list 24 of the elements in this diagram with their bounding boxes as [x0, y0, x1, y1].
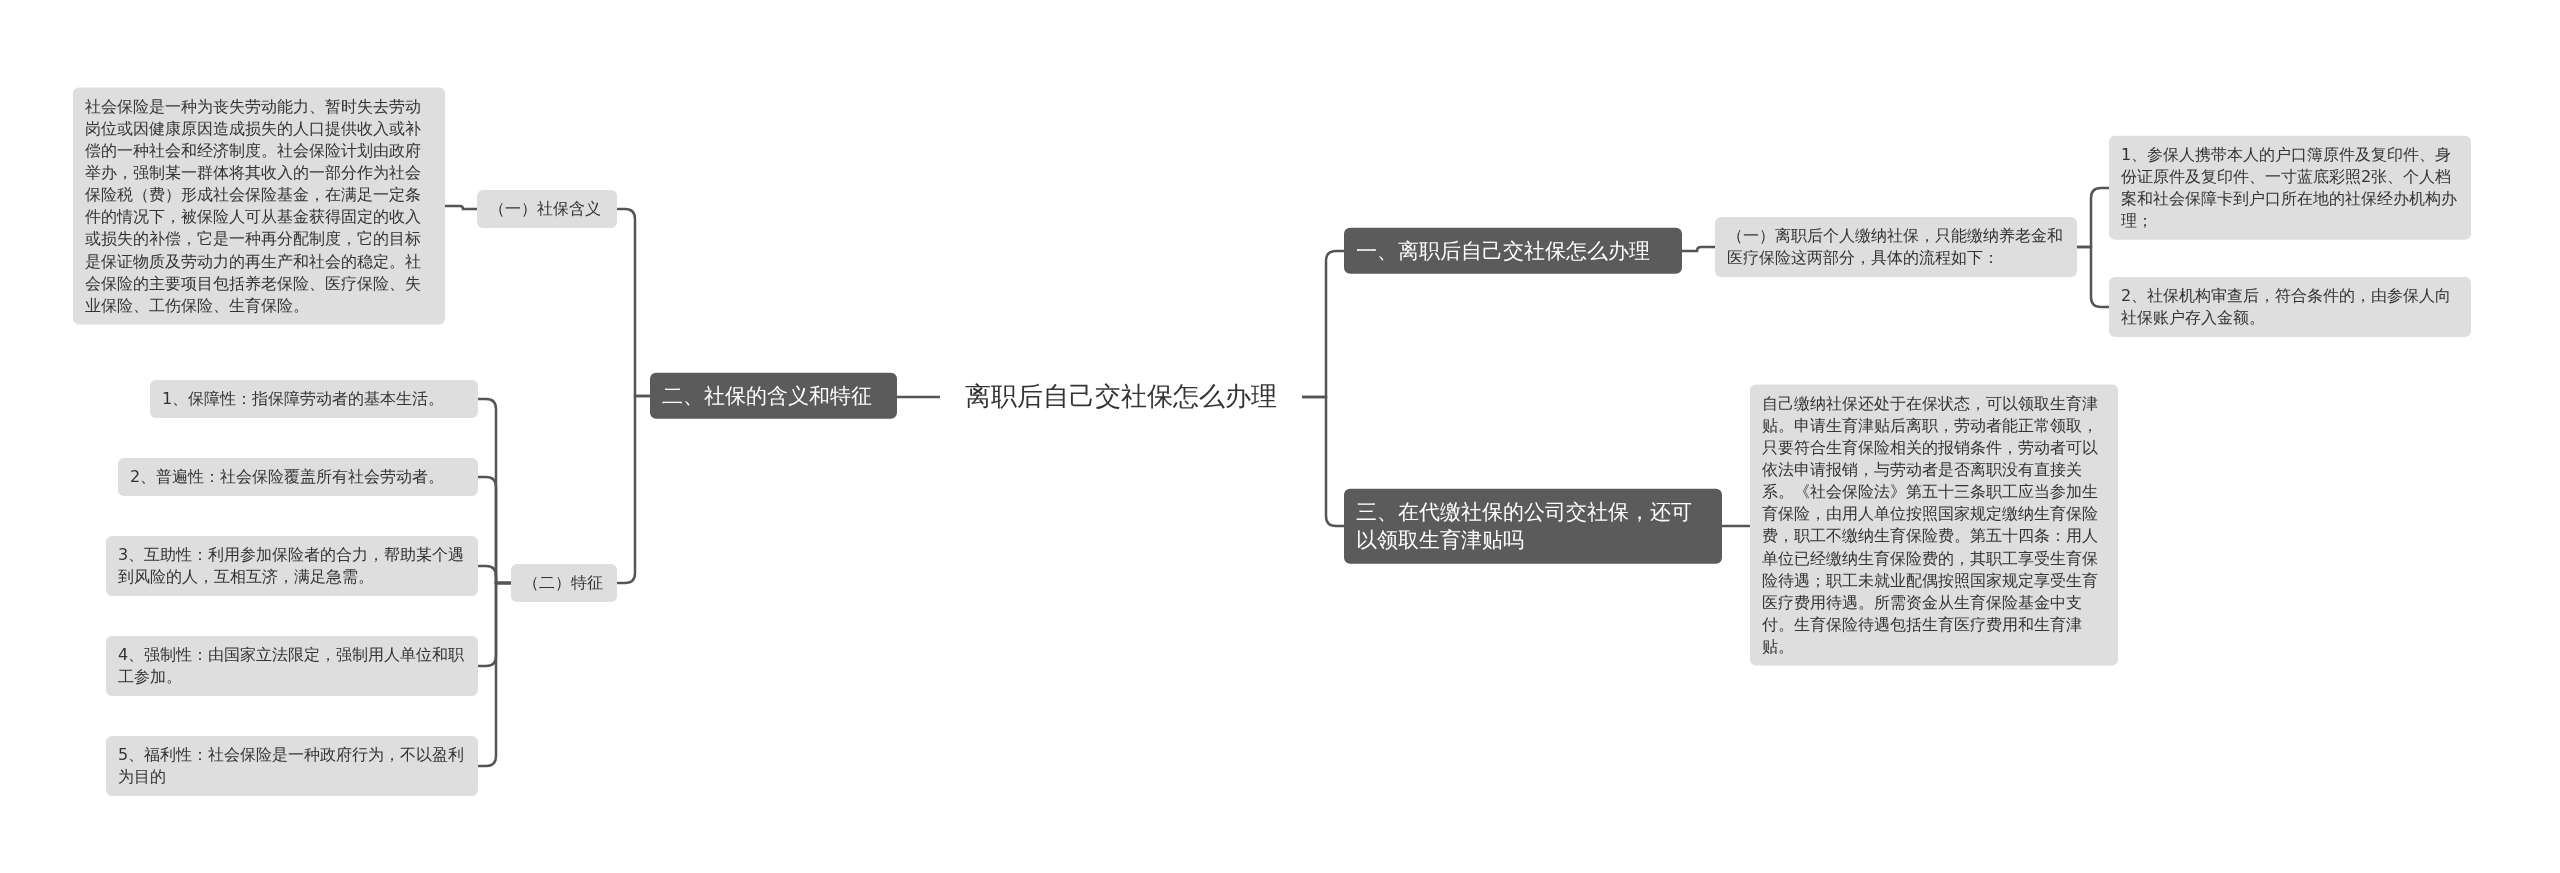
- topic-box: （一）离职后个人缴纳社保，只能缴纳养老金和医疗保险这两部分，具体的流程如下：: [1715, 216, 2077, 278]
- topic-box: 4、强制性：由国家立法限定，强制用人单位和职工参加。: [106, 635, 478, 697]
- connector-line: [617, 394, 650, 585]
- connector-line: [1302, 395, 1344, 528]
- topic-box: （一）社保含义: [477, 189, 617, 229]
- branch-topic: 三、在代缴社保的公司交社保，还可以领取生育津贴吗: [1344, 488, 1722, 564]
- topic-box: 社会保险是一种为丧失劳动能力、暂时失去劳动岗位或因健康原因造成损失的人口提供收入或补偿的一种社会和经济制度。社会保险计划由政府举办，强制某一群体将其收入的一部分作为社会保险税（费）形成社会保险基金，在满足一定条件的情况下，被保险人可从基金获得固定的收入或损失的补偿，它是一种再分配制度，它的目标是保证物质及劳动力的再生产和社会的稳定。社会保险的主要项目包括养老保险、医疗保险、失业保险、工伤保险、生育保险。: [73, 87, 445, 325]
- branch-topic: 二、社保的含义和特征: [650, 372, 897, 420]
- topic-box: 1、参保人携带本人的户口簿原件及复印件、身份证原件及复印件、一寸蓝底彩照2张、个人档案和社会保障卡到户口所在地的社保经办机构办理；: [2109, 135, 2471, 241]
- branch-topic: 一、离职后自己交社保怎么办理: [1344, 227, 1682, 275]
- connector-line: [478, 581, 511, 768]
- topic-box: 1、保障性：指保障劳动者的基本生活。: [150, 379, 478, 419]
- topic-box: （二）特征: [511, 563, 617, 603]
- topic-box: 2、社保机构审查后，符合条件的，由参保人向社保账户存入金额。: [2109, 276, 2471, 338]
- topic-box: 5、福利性：社会保险是一种政府行为，不以盈利为目的: [106, 735, 478, 797]
- central-topic: 离职后自己交社保怎么办理: [940, 375, 1302, 419]
- topic-box: 2、普遍性：社会保险覆盖所有社会劳动者。: [118, 457, 478, 497]
- topic-box: 3、互助性：利用参加保险者的合力，帮助某个遇到风险的人，互相互济，满足急需。: [106, 535, 478, 597]
- connector-line: [897, 395, 940, 399]
- topic-box: 自己缴纳社保还处于在保状态，可以领取生育津贴。申请生育津贴后离职，劳动者能正常领取，只要符合生育保险相关的报销条件，劳动者可以依法申请报销，与劳动者是否离职没有直接关系。《社会保险法》第五十三条职工应当参加生育保险，由用人单位按照国家规定缴纳生育保险费，职工不缴纳生育保险费。第五十四条：用人单位已经缴纳生育保险费的，其职工享受生育保险待遇；职工未就业配偶按照国家规定享受生育医疗费用待遇。所需资金从生育保险基金中支付。生育保险待遇包括生育医疗费用和生育津贴。: [1750, 384, 2118, 666]
- connector-line: [1682, 245, 1715, 253]
- connector-line: [1722, 524, 1750, 528]
- connector-line: [2077, 245, 2109, 309]
- connector-line: [445, 204, 477, 211]
